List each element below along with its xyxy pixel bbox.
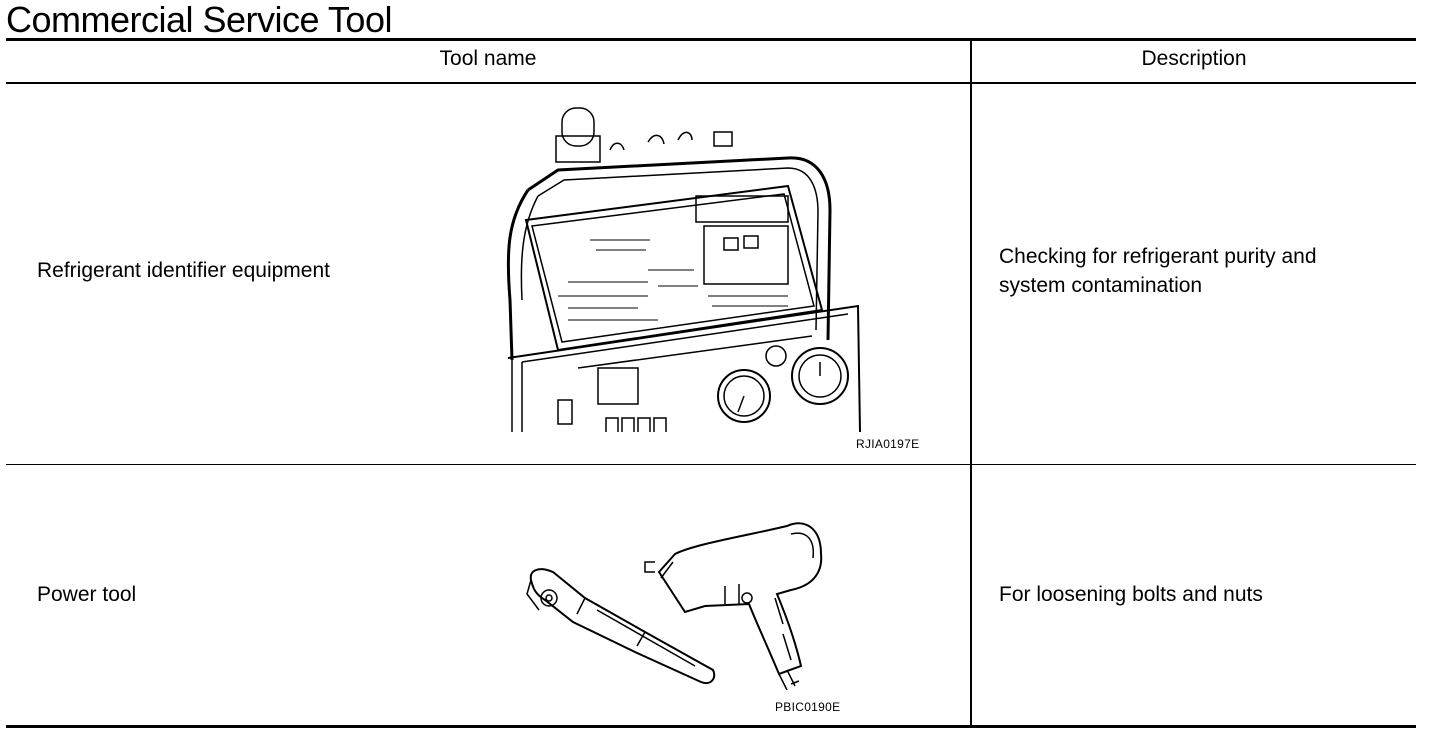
table-bottom-rule xyxy=(6,725,1416,728)
column-header-description: Description xyxy=(1141,47,1247,70)
refrigerant-identifier-illustration xyxy=(498,100,870,432)
column-header-tool-name: Tool name xyxy=(439,47,537,70)
description-cell: Checking for refrigerant purity and syst… xyxy=(999,245,1317,297)
figure-id-caption: RJIA0197E xyxy=(856,437,920,451)
figure-id-caption: PBIC0190E xyxy=(775,700,841,714)
table-top-rule xyxy=(6,38,1416,41)
tool-name-cell: Power tool xyxy=(37,583,137,606)
header-bottom-rule xyxy=(6,82,1416,84)
column-divider xyxy=(970,41,972,726)
page-title: Commercial Service Tool xyxy=(6,0,392,40)
tool-name-cell: Refrigerant identifier equipment xyxy=(37,259,330,282)
row-divider xyxy=(6,464,1416,465)
power-tool-illustration xyxy=(525,514,845,690)
description-cell: For loosening bolts and nuts xyxy=(999,583,1263,606)
